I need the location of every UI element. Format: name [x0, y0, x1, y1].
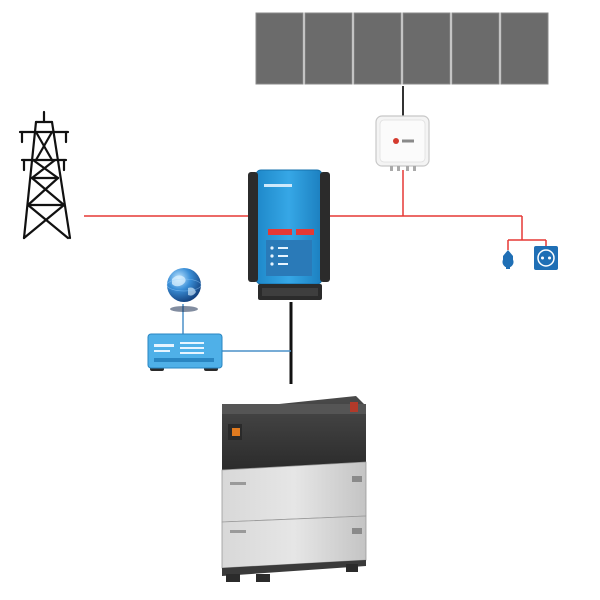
light-bulb-icon	[502, 250, 514, 269]
loads	[502, 246, 558, 270]
pv-inverter-icon	[375, 115, 430, 171]
globe-icon	[166, 268, 202, 312]
solar-panel-icon	[500, 12, 549, 85]
power-pylon-icon	[18, 110, 72, 240]
solar-panel-icon	[451, 12, 500, 85]
solar-panel-icon	[255, 12, 304, 85]
battery-tower-icon	[221, 396, 367, 582]
solar-panel-array	[255, 12, 549, 85]
power-socket-icon	[534, 246, 558, 270]
inverter-charger-icon	[248, 169, 330, 300]
solar-panel-icon	[353, 12, 402, 85]
solar-panel-icon	[304, 12, 353, 85]
solar-panel-icon	[402, 12, 451, 85]
monitoring-device-icon	[147, 333, 223, 371]
